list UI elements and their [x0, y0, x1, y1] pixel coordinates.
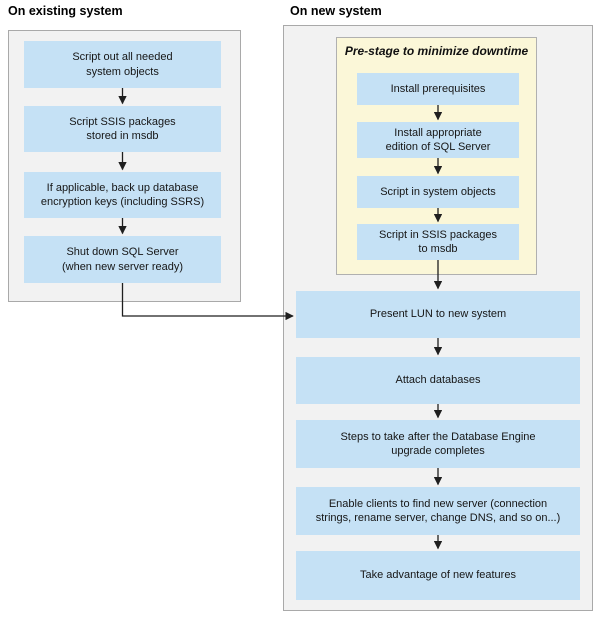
- step-install-prerequisites: Install prerequisites: [357, 73, 519, 105]
- step-install-sql-server-edition: Install appropriate edition of SQL Serve…: [357, 122, 519, 158]
- new-system-heading: On new system: [290, 4, 382, 18]
- prestage-title: Pre-stage to minimize downtime: [344, 44, 529, 58]
- step-post-upgrade-steps: Steps to take after the Database Engine …: [296, 420, 580, 468]
- step-new-features: Take advantage of new features: [296, 551, 580, 600]
- step-present-lun: Present LUN to new system: [296, 291, 580, 338]
- step-script-ssis-packages: Script SSIS packages stored in msdb: [24, 106, 221, 152]
- step-script-in-ssis-packages: Script in SSIS packages to msdb: [357, 224, 519, 260]
- step-script-system-objects: Script out all needed system objects: [24, 41, 221, 88]
- step-script-in-system-objects: Script in system objects: [357, 176, 519, 208]
- step-backup-encryption-keys: If applicable, back up database encrypti…: [24, 172, 221, 218]
- existing-system-heading: On existing system: [8, 4, 123, 18]
- step-attach-databases: Attach databases: [296, 357, 580, 404]
- step-enable-clients: Enable clients to find new server (conne…: [296, 487, 580, 535]
- step-shutdown-sql-server: Shut down SQL Server (when new server re…: [24, 236, 221, 283]
